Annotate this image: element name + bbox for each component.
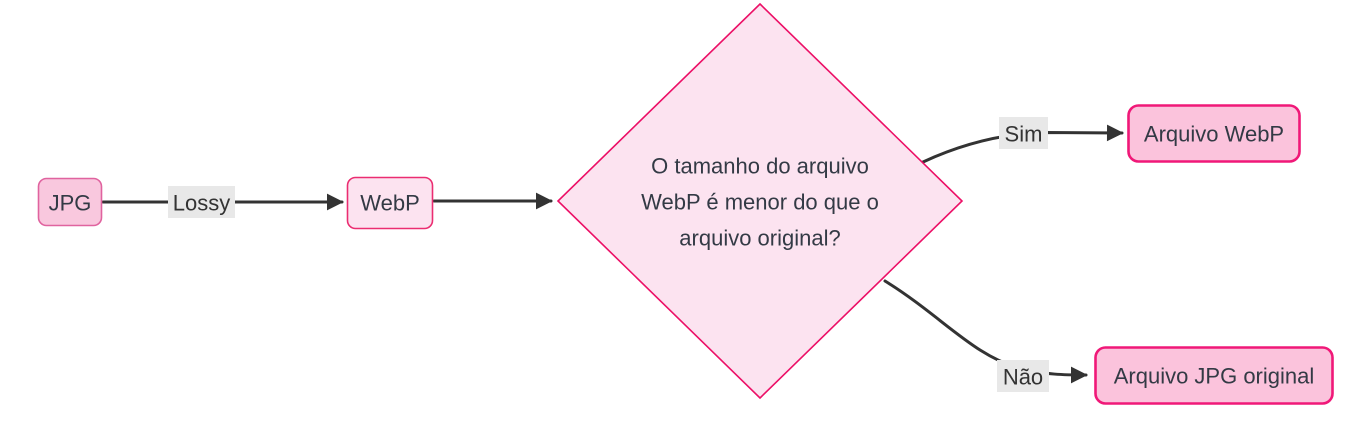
edge-label-sim-text: Sim	[1005, 122, 1043, 147]
node-decision: O tamanho do arquivo WebP é menor do que…	[556, 2, 964, 400]
edge-label-lossy-text: Lossy	[173, 191, 230, 216]
edge-label-sim: Sim	[999, 117, 1048, 149]
edge-label-nao-text: Não	[1003, 365, 1043, 390]
node-decision-label-line2: WebP é menor do que o	[641, 190, 879, 215]
edge-label-sim-bg	[999, 117, 1048, 149]
node-webp: WebP	[346, 176, 434, 230]
node-arquivo-webp-shape	[1127, 104, 1301, 163]
node-decision-label-line1: O tamanho do arquivo	[651, 154, 869, 179]
edge-label-nao: Não	[997, 360, 1049, 392]
node-jpg: JPG	[37, 177, 103, 227]
edge-labels: Lossy Sim Não	[168, 117, 1049, 392]
edge-decision-to-arquivo-jpg	[883, 279, 1088, 384]
edge-label-lossy: Lossy	[168, 186, 235, 218]
node-arquivo-jpg-original: Arquivo JPG original	[1094, 346, 1334, 405]
node-webp-shape	[346, 176, 434, 230]
node-arquivo-webp: Arquivo WebP	[1127, 104, 1301, 163]
edge-label-lossy-bg	[168, 186, 235, 218]
node-decision-shape	[556, 2, 964, 400]
node-arquivo-jpg-original-shape	[1094, 346, 1334, 405]
nodes: JPG WebP O tamanho do arquivo WebP é men…	[37, 2, 1334, 405]
node-decision-label-line3: arquivo original?	[679, 226, 840, 251]
node-arquivo-jpg-original-label: Arquivo JPG original	[1114, 364, 1315, 389]
node-jpg-label: JPG	[49, 191, 92, 216]
node-webp-label: WebP	[360, 191, 420, 216]
edge-label-nao-bg	[997, 360, 1049, 392]
node-jpg-shape	[37, 177, 103, 227]
node-arquivo-webp-label: Arquivo WebP	[1144, 122, 1284, 147]
